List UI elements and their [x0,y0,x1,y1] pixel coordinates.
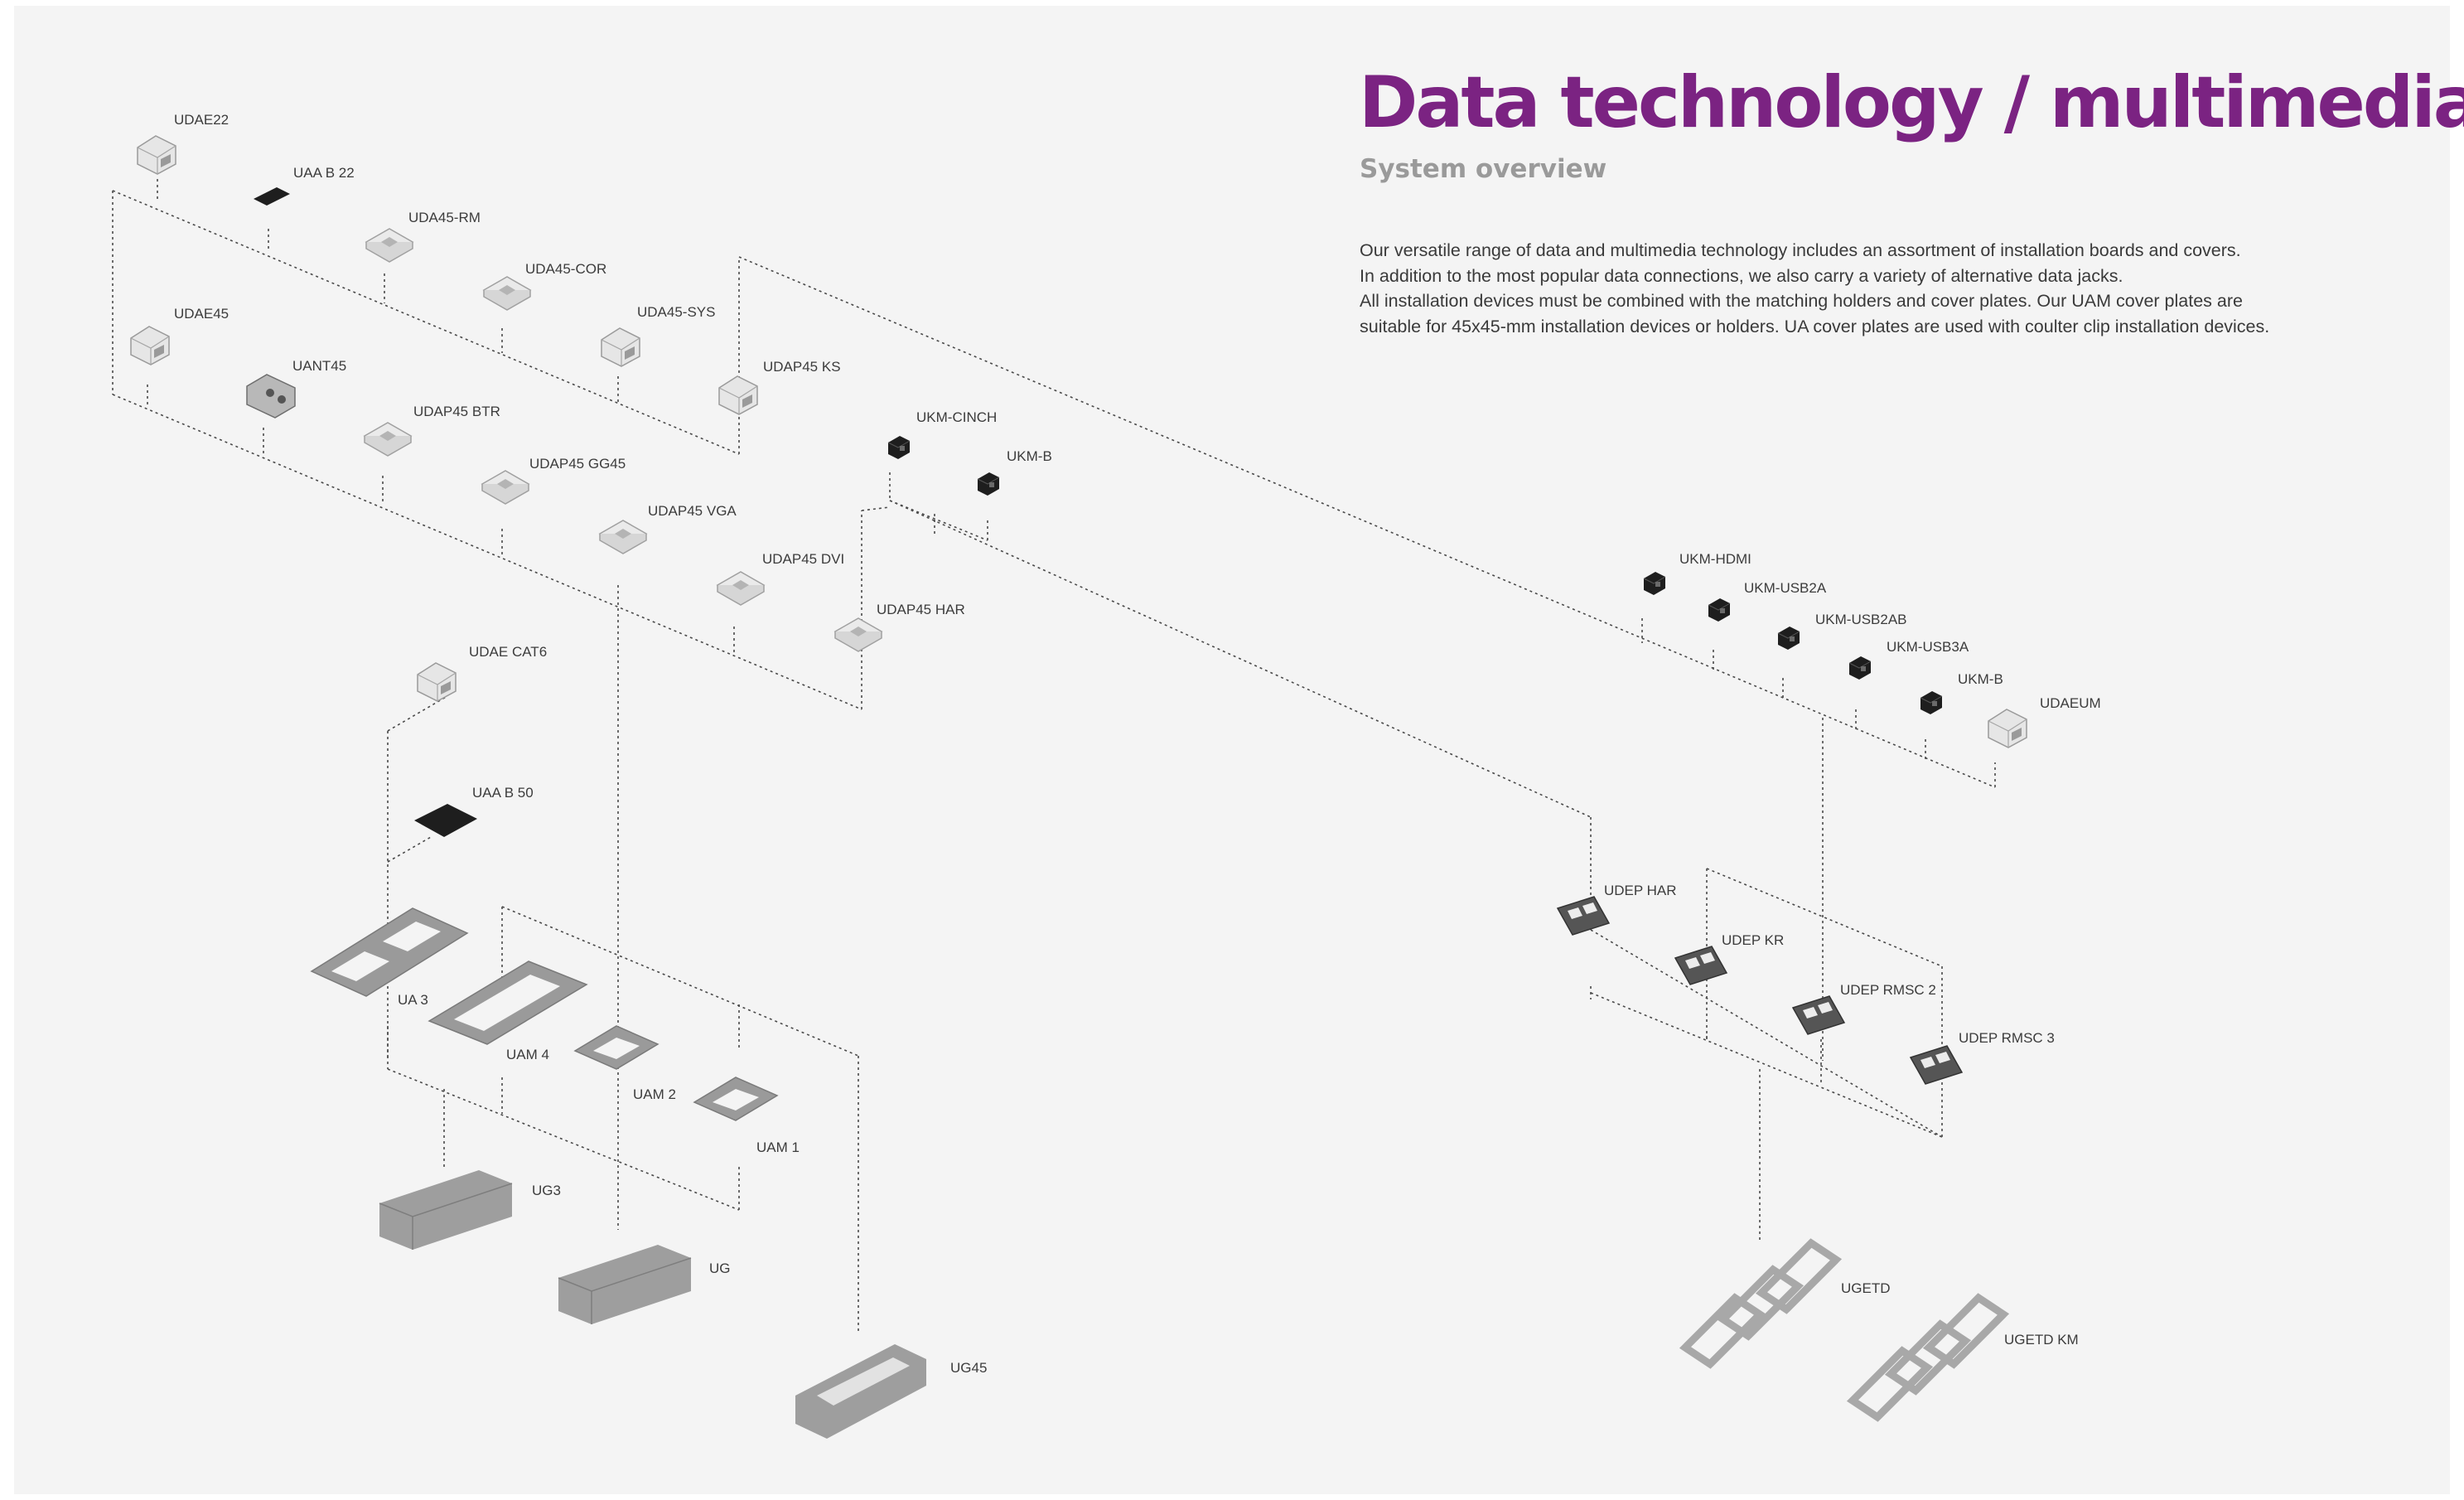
udap45-ks-icon [718,375,758,415]
ukm-usb2ab-icon [1777,626,1800,651]
ukm-b-icon [977,472,1000,496]
udep-rmsc3-icon [1910,1045,1963,1085]
label-ukm-usb3a: UKM-USB3A [1887,639,1969,655]
label-udaeum: UDAEUM [2040,695,2101,711]
label-udap45-har: UDAP45 HAR [877,602,965,617]
page-subtitle: System overview [1360,154,1607,184]
udap45-gg45-icon [481,470,529,505]
udap45-dvi-icon [717,571,765,606]
udap45-btr-icon [364,422,412,457]
description-line: Our versatile range of data and multimed… [1360,240,2241,260]
label-ug45: UG45 [950,1360,987,1376]
udap45-har-icon [834,617,882,652]
label-udap45-btr: UDAP45 BTR [413,404,500,419]
label-uda45-cor: UDA45-COR [525,261,606,277]
udep-har-icon [1557,896,1610,936]
uda45-sys-icon [601,327,640,367]
label-ua3: UA 3 [398,992,428,1008]
label-udep-har: UDEP HAR [1604,883,1677,898]
description-line: suitable for 45x45-mm installation devic… [1360,316,2270,336]
label-udap45-ks: UDAP45 KS [763,359,841,375]
description-line: All installation devices must be combine… [1360,291,2243,311]
ug45-icon [795,1344,926,1439]
ugetd-icon [1685,1243,1836,1364]
description-line: In addition to the most popular data con… [1360,265,2123,286]
label-ukm-b-top: UKM-B [1007,448,1052,464]
label-udae-cat6: UDAE CAT6 [469,644,547,660]
label-uam1: UAM 1 [756,1140,800,1155]
label-udap45-dvi: UDAP45 DVI [762,551,844,567]
ua3-icon [310,907,469,997]
udep-kr-icon [1674,946,1727,985]
uant45-icon [246,374,296,419]
label-ug3: UG3 [532,1183,561,1198]
product-glyphs [130,135,2027,1439]
uam1-icon [693,1077,778,1121]
label-udap45-gg45: UDAP45 GG45 [529,456,626,472]
udaeum-icon [1988,709,2027,748]
description-block: Our versatile range of data and multimed… [1360,238,2395,339]
label-udap45-vga: UDAP45 VGA [648,503,737,519]
uda45-rm-icon [365,228,413,263]
label-uant45: UANT45 [292,358,346,374]
label-uda45-rm: UDA45-RM [408,210,481,225]
page-title: Data technology / multimedia [1359,61,2464,144]
label-udae45: UDAE45 [174,306,229,322]
label-ugetd-km: UGETD KM [2004,1332,2079,1348]
label-ukm-usb2a: UKM-USB2A [1744,580,1827,596]
udae-cat6-icon [417,662,457,702]
label-udep-rmsc3: UDEP RMSC 3 [1959,1030,2055,1046]
udep-rmsc2-icon [1792,995,1845,1035]
label-udep-rmsc2: UDEP RMSC 2 [1840,982,1936,998]
uam2-icon [574,1025,659,1070]
label-uam2: UAM 2 [633,1086,676,1102]
ukm-hdmi-icon [1643,571,1666,596]
uaa-b22-icon [254,187,290,206]
label-ukm-cinch: UKM-CINCH [916,409,997,425]
ug3-icon [379,1169,513,1251]
label-ug: UG [709,1260,731,1276]
udap45-vga-icon [599,520,647,554]
label-udae22: UDAE22 [174,112,229,128]
ukm-usb2a-icon [1708,598,1731,622]
ukm-b-icon [1920,690,1943,715]
label-ukm-hdmi: UKM-HDMI [1679,551,1751,567]
udae45-icon [130,326,170,365]
label-uaa-b22: UAA B 22 [293,165,355,181]
label-ugetd: UGETD [1841,1280,1891,1296]
label-uam4: UAM 4 [506,1047,549,1062]
label-uaa-b50: UAA B 50 [472,785,534,801]
connector-lines [112,179,1996,1334]
uaa-b50-icon [414,804,477,837]
uda45-cor-icon [483,276,531,311]
udae22-icon [137,135,176,175]
uam4-icon [428,960,588,1045]
ugetd-km-icon [1853,1298,2003,1417]
label-ukm-usb2ab: UKM-USB2AB [1815,612,1907,627]
ukm-usb3a-icon [1848,656,1872,680]
label-udep-kr: UDEP KR [1722,932,1784,948]
product-labels: UDAE22 UAA B 22 UDA45-RM UDA45-COR UDA45… [174,112,2101,1376]
label-uda45-sys: UDA45-SYS [637,304,715,320]
label-ukm-b-right: UKM-B [1958,671,2003,687]
ug-icon [558,1244,692,1325]
ukm-cinch-icon [887,435,911,460]
